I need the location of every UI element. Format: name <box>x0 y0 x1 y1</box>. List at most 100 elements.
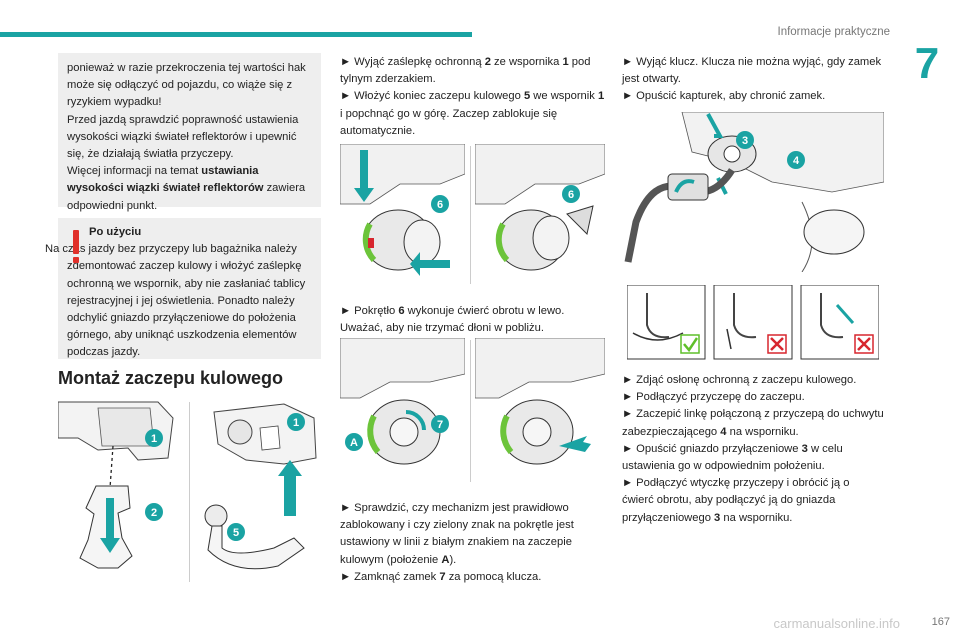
step: ► Podłączyć wtyczkę przyczepy i obrócić … <box>622 475 884 527</box>
step: ► Wyjąć zaślepkę ochronną 2 ze wspornika… <box>340 54 605 88</box>
step: ► Zamknąć zamek 7 za pomocą klucza. <box>340 569 605 586</box>
step: ► Podłączyć przyczepę do zaczepu. <box>622 389 884 406</box>
figure-label: 1 <box>293 417 299 429</box>
step: ► Wyjąć klucz. Klucza nie można wyjąć, g… <box>622 54 884 88</box>
step-text: Opuścić kapturek, aby chronić zamek. <box>633 90 826 103</box>
step-ref: 5 <box>523 90 531 103</box>
lock-illustration: 7 A <box>340 338 465 465</box>
step: ► Opuścić gniazdo przyłączeniowe 3 w cel… <box>622 441 884 475</box>
note-text: Więcej informacji na temat <box>67 165 202 178</box>
page-number: 167 <box>931 616 950 628</box>
step-text: Pokrętło <box>351 305 399 317</box>
cross-icon <box>857 337 871 351</box>
step-ref: 1 <box>562 56 569 68</box>
knob-illustration: 6 <box>340 144 465 276</box>
step-text: Zamknąć zamek <box>351 570 440 583</box>
chapter-number: 7 <box>914 39 940 88</box>
step-ref: 4 <box>720 425 727 438</box>
step-text: Podłączyć przyczepę do zaczepu. <box>633 391 805 404</box>
figure-cable-options <box>627 285 879 361</box>
step-arrow-icon: ► <box>340 90 352 103</box>
step-arrow-icon: ► <box>622 374 634 386</box>
figure-knob-turn-right: 6 <box>475 144 605 284</box>
instructions-col2-bottom: ► Sprawdzić, czy mechanizm jest prawidło… <box>340 500 605 586</box>
step-text: wykonuje ćwierć obrotu w lewo. Uważać, a… <box>340 305 565 335</box>
step-text: Podłączyć wtyczkę przyczepy i obrócić ją… <box>622 477 850 524</box>
ball-hitch-illustration: 1 5 <box>204 403 317 570</box>
option-correct <box>627 285 706 360</box>
note-bold-link: ustawiania wysokości wiązki świateł refl… <box>67 165 264 195</box>
bracket-cap-illustration: 1 2 <box>58 401 174 569</box>
step-text: Zaczepić linkę połączoną z przyczepą do … <box>622 408 884 438</box>
step-text: ). <box>449 553 457 566</box>
note-text: zawiera odpowiedni punkt. <box>67 182 306 212</box>
instructions-col3-top: ► Wyjąć klucz. Klucza nie można wyjąć, g… <box>622 54 884 106</box>
step-arrow-icon: ► <box>340 570 352 583</box>
figure-label: 3 <box>742 135 748 147</box>
step-text: za pomocą klucza. <box>445 570 542 583</box>
step: ► Włożyć koniec zaczepu kulowego 5 we ws… <box>340 88 605 140</box>
watermark: carmanualsonline.info <box>773 616 900 631</box>
warning-text: Na czas jazdy bez przyczepy lub bagażnik… <box>45 243 306 359</box>
step-text: na wsporniku. <box>726 425 799 438</box>
figure-ball-hitch-insert: 1 5 <box>194 398 321 583</box>
knob-illustration: 6 <box>475 144 605 271</box>
step: ► Opuścić kapturek, aby chronić zamek. <box>622 88 884 105</box>
step-text: Wyjąć klucz. Klucza nie można wyjąć, gdy… <box>622 56 882 86</box>
cable-options-illustration <box>627 285 879 360</box>
step-ref: 6 <box>398 305 405 317</box>
figure-label: 5 <box>233 527 239 539</box>
step-text: w celu ustawienia go w odpowiednim położ… <box>622 442 843 473</box>
figure-separator <box>189 402 190 582</box>
instructions-col3-bottom: ► Zdjąć osłonę ochronną z zaczepu kulowe… <box>622 372 884 527</box>
step-arrow-icon: ► <box>622 56 634 68</box>
warning-box: Po użyciu Na czas jazdy bez przyczepy lu… <box>45 218 321 359</box>
socket-illustration: 3 4 <box>624 112 884 272</box>
step: ► Pokrętło 6 wykonuje ćwierć obrotu w le… <box>340 303 605 337</box>
figure-label: 4 <box>793 155 800 167</box>
warning-title: Po użyciu <box>89 226 142 238</box>
figure-separator <box>470 340 471 482</box>
step-ref: 2 <box>484 56 491 68</box>
step-ref: 3 <box>801 442 808 455</box>
step-arrow-icon: ► <box>340 56 352 68</box>
header-accent-bar <box>0 32 472 37</box>
step-text: pod tylnym zderzakiem. <box>340 56 591 86</box>
note-paragraph-1: ponieważ w razie przekroczenia tej warto… <box>67 62 306 109</box>
figure-lock-position: 7 A <box>340 338 465 483</box>
step-text: we wspornik <box>530 90 598 103</box>
step: ► Sprawdzić, czy mechanizm jest prawidło… <box>340 500 605 569</box>
figure-label: A <box>350 437 358 449</box>
step-arrow-icon: ► <box>340 305 352 317</box>
cross-icon <box>770 337 784 351</box>
lock-illustration <box>475 338 605 465</box>
step-text: Włożyć koniec zaczepu kulowego <box>351 90 524 103</box>
step-arrow-icon: ► <box>622 391 634 404</box>
figure-label: 6 <box>437 199 443 211</box>
figure-label: 6 <box>568 189 574 201</box>
step-arrow-icon: ► <box>622 408 634 421</box>
option-wrong-1 <box>713 285 793 360</box>
step-ref: 7 <box>439 570 446 583</box>
note-paragraph-2: Przed jazdą sprawdzić poprawność ustawie… <box>67 113 299 161</box>
warning-exclamation-icon <box>73 230 79 263</box>
figure-label: 2 <box>151 507 157 519</box>
section-title: Montaż zaczepu kulowego <box>58 368 284 388</box>
step-arrow-icon: ► <box>622 90 634 103</box>
step-ref: 1 <box>597 90 605 103</box>
option-wrong-2 <box>800 285 879 360</box>
figure-label: 1 <box>151 433 157 445</box>
figure-bracket-cap: 1 2 <box>58 398 183 583</box>
step-arrow-icon: ► <box>340 502 352 514</box>
instructions-col2-top: ► Wyjąć zaślepkę ochronną 2 ze wspornika… <box>340 54 605 140</box>
step: ► Zaczepić linkę połączoną z przyczepą d… <box>622 406 884 440</box>
figure-separator <box>470 146 471 284</box>
step-ref: A <box>441 553 450 566</box>
header-title: Informacje praktyczne <box>777 26 891 38</box>
step-text: na wsporniku. <box>720 511 793 524</box>
step-text: Sprawdzić, czy mechanizm jest prawidłowo… <box>340 502 574 566</box>
step-arrow-icon: ► <box>622 477 634 490</box>
figure-label: 7 <box>437 419 443 431</box>
instructions-col2-mid: ► Pokrętło 6 wykonuje ćwierć obrotu w le… <box>340 303 605 337</box>
step-ref: 3 <box>714 511 721 524</box>
